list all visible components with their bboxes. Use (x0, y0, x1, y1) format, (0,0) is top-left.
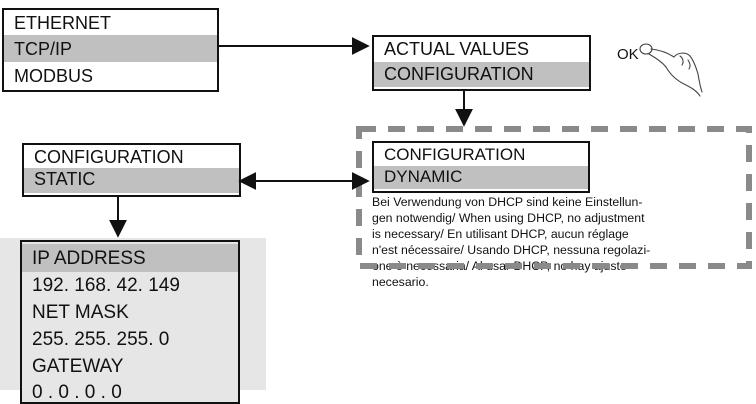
menu-item-static[interactable]: STATIC (24, 168, 239, 193)
net-mask-value[interactable]: 255. 255. 255. 0 (32, 329, 170, 350)
dhcp-note-line: is necessary/ En utilisant DHCP, aucun r… (372, 227, 629, 241)
config-dynamic-menu: CONFIGURATION DYNAMIC (372, 141, 590, 193)
dhcp-note: Bei Verwendung von DHCP sind keine Einst… (372, 194, 718, 290)
static-settings-box: IP ADDRESS 192. 168. 42. 149 NET MASK 25… (20, 240, 240, 404)
hand-press-icon (639, 43, 703, 97)
dhcp-note-line: n'est nécessaire/ Usando DHCP, nessuna r… (372, 243, 651, 257)
menu-item-dynamic[interactable]: DYNAMIC (374, 166, 588, 189)
values-menu: ACTUAL VALUES CONFIGURATION (372, 35, 591, 91)
net-mask-label: NET MASK (32, 302, 129, 323)
menu-item-configuration-dynamic-header[interactable]: CONFIGURATION (384, 145, 526, 164)
ip-address-value[interactable]: 192. 168. 42. 149 (32, 275, 180, 296)
dynamic-section-frame (356, 126, 752, 269)
ip-address-label: IP ADDRESS (22, 244, 238, 272)
dhcp-note-line: Bei Verwendung von DHCP sind keine Einst… (372, 195, 643, 209)
dhcp-note-line: one è necessaria/ Al usar DHCP, no hay a… (372, 259, 627, 273)
menu-item-configuration-static-header[interactable]: CONFIGURATION (34, 147, 184, 167)
ok-label: OK (617, 46, 639, 63)
config-static-menu: CONFIGURATION STATIC (22, 143, 241, 197)
menu-item-tcpip[interactable]: TCP/IP (4, 35, 217, 62)
menu-item-configuration[interactable]: CONFIGURATION (374, 62, 589, 87)
menu-item-modbus[interactable]: MODBUS (14, 66, 94, 86)
menu-item-actual-values[interactable]: ACTUAL VALUES (384, 39, 530, 59)
dhcp-note-line: gen notwendig/ When using DHCP, no adjus… (372, 211, 645, 225)
menu-item-ethernet[interactable]: ETHERNET (14, 13, 112, 33)
main-menu: ETHERNET TCP/IP MODBUS (2, 8, 219, 92)
connector-lines (109, 37, 752, 269)
gateway-label: GATEWAY (32, 356, 124, 377)
dhcp-note-line: necesario. (372, 275, 429, 289)
